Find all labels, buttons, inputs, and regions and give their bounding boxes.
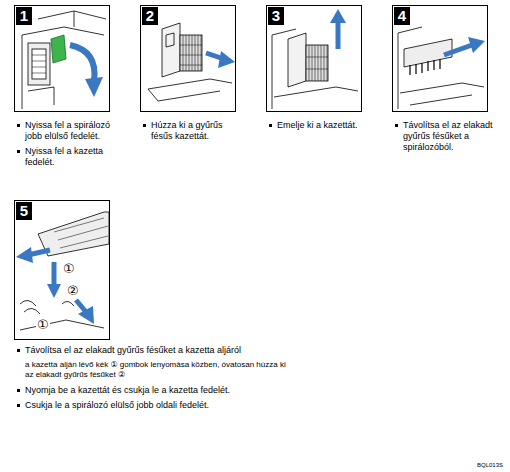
step-caption: Emelje ki a kazettát. <box>268 120 372 135</box>
instruction-bullet: Csukja le a spirálozó elülső jobb oldali… <box>16 400 286 411</box>
instruction-bullet: Távolítsa el az elakadt gyűrűs fésűket a… <box>16 345 286 356</box>
panel-2-art <box>148 23 235 101</box>
step-number: 3 <box>268 7 284 25</box>
panel-4-art <box>398 27 485 109</box>
step-number: 5 <box>16 202 32 220</box>
callout-number: ② <box>66 284 80 297</box>
step-number: 2 <box>142 7 158 25</box>
instruction-bullet: Nyissa fel a kazetta fedelét. <box>16 146 124 168</box>
instruction-bullet: Nyomja be a kazettát és csukja le a kaze… <box>16 385 286 396</box>
panel-1-art <box>22 11 106 109</box>
step-panel: 2Húzza ki a gyűrűs fésűs kazettát. <box>140 5 236 112</box>
instruction-bullet: Emelje ki a kazettát. <box>268 120 372 131</box>
step-panel: 1Nyissa fel a spirálozó jobb elülső fede… <box>14 5 110 112</box>
figure-code: BQL013S <box>476 462 504 468</box>
instruction-note: a kazetta alján lévő kék ① gombok lenyom… <box>16 360 286 380</box>
step-number: 1 <box>16 7 32 25</box>
callout-number: ① <box>36 318 50 331</box>
callout-number: ① <box>62 262 76 275</box>
instruction-bullet: Húzza ki a gyűrűs fésűs kazettát. <box>142 120 246 142</box>
panel-5-art <box>16 212 109 330</box>
step-number: 4 <box>394 7 410 25</box>
step-panel: 4Távolítsa el az elakadt gyűrűs fésűket … <box>392 5 488 112</box>
step-panel: 3Emelje ki a kazettát. <box>266 5 362 112</box>
step-caption: Távolítsa el az elakadt gyűrűs fésűket a… <box>16 345 286 415</box>
step-caption: Húzza ki a gyűrűs fésűs kazettát. <box>142 120 246 146</box>
instruction-bullet: Nyissa fel a spirálozó jobb elülső fedel… <box>16 120 124 142</box>
step-caption: Távolítsa el az elakadt gyűrűs fésűket a… <box>394 120 496 157</box>
instruction-bullet: Távolítsa el az elakadt gyűrűs fésűket a… <box>394 120 496 153</box>
panel-3-art <box>272 9 358 109</box>
step-caption: Nyissa fel a spirálozó jobb elülső fedel… <box>16 120 124 172</box>
